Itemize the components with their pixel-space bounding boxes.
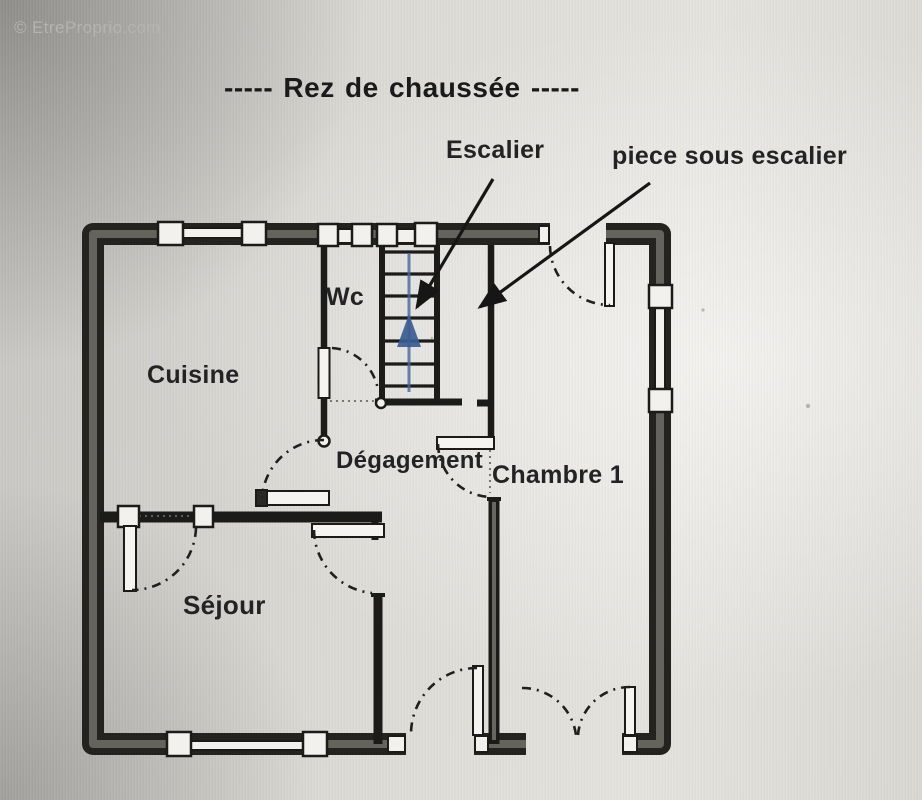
room-label-cuisine: Cuisine [147,361,240,389]
stair-newel-post [374,396,388,410]
dotted-boundaries [330,400,491,493]
window-living [165,730,329,758]
door-entree-haut [604,242,615,307]
door-swing-arcs [131,245,631,736]
door-sejour [311,523,385,538]
arrow-piece-sous-escalier [477,181,651,309]
staircase [375,245,493,407]
annotation-escalier: Escalier [446,136,545,164]
annotation-piece-sous-escalier: piece sous escalier [612,142,848,170]
room-label-degagement: Dégagement [336,447,484,474]
window-kitchen [182,227,244,239]
arrow-escalier [415,178,495,310]
door-wc [317,347,331,399]
photo-specks [430,308,811,409]
window-band-stairs [316,221,439,248]
door-leaves [123,242,636,736]
page-title: ----- Rez de chaussée ----- [224,72,580,103]
room-label-chambre-1: Chambre 1 [492,461,624,489]
watermark: © EtreProprio.com [14,18,161,37]
door-hall-bas [472,665,484,736]
stair-up-arrow [397,254,421,392]
annotation-arrows [415,178,651,310]
door-fenetre-droite [624,686,636,736]
door-sejour-cuisine [123,525,137,592]
room-label-wc: Wc [326,283,365,311]
windows [156,220,674,758]
room-label-sejour: Séjour [183,590,266,620]
window-bedroom [647,283,674,414]
door-chambre [436,436,495,450]
